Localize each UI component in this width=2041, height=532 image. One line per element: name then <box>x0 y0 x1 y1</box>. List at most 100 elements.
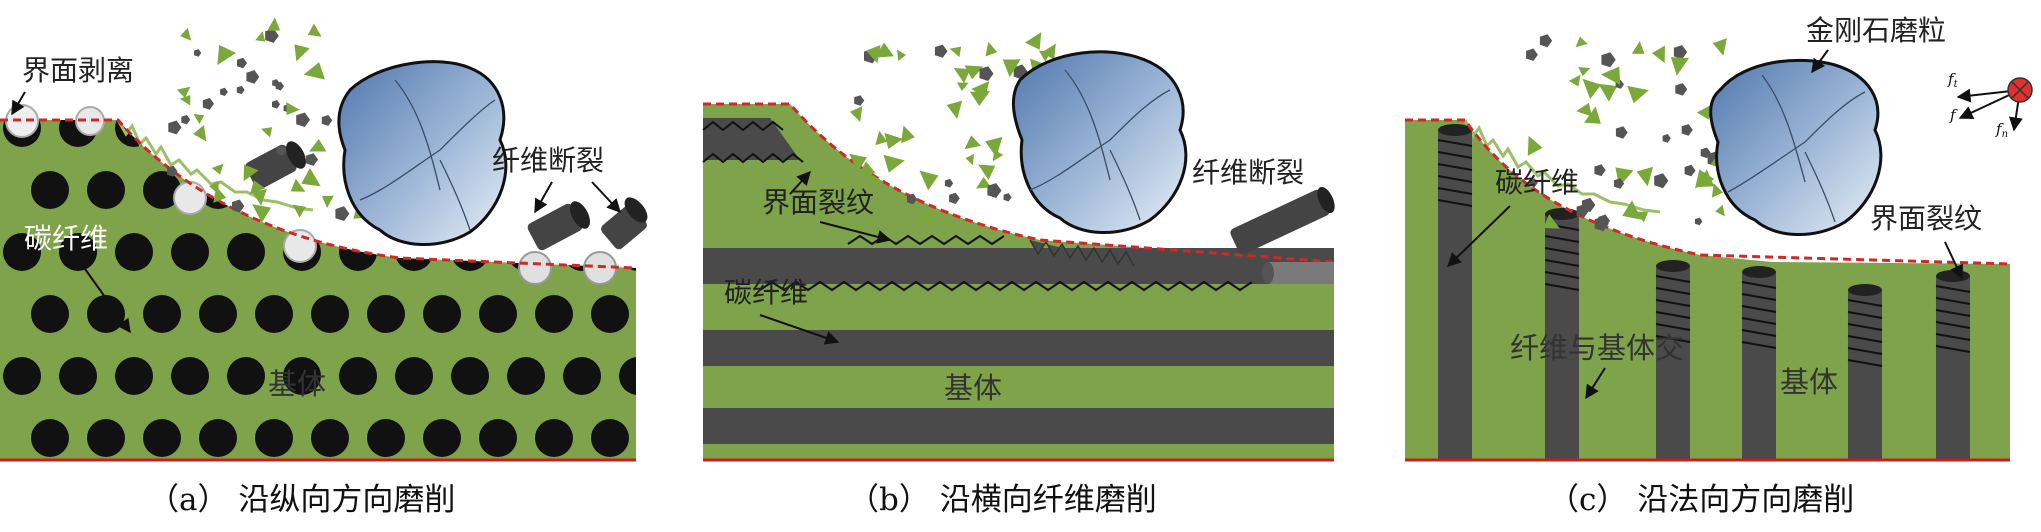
fiber-cross-section <box>227 357 265 395</box>
chip-green <box>1002 59 1021 78</box>
chip-gray <box>1581 197 1596 213</box>
vertical-fiber <box>1438 130 1472 460</box>
chip-gray <box>1539 34 1553 48</box>
chip-green <box>1652 45 1665 64</box>
chip-green <box>978 164 996 181</box>
chip-green <box>869 173 884 187</box>
panel-a-fiber-leader <box>79 261 131 334</box>
chip-gray <box>949 192 960 204</box>
panel-a-label-fiber-break: 纤维断裂 <box>492 144 604 177</box>
fiber-cross-section <box>3 357 41 395</box>
chip-gray <box>987 183 1002 198</box>
panel-b-label-carbon-fiber: 碳纤维 <box>724 276 808 309</box>
chip-gray <box>934 44 948 58</box>
chip-green <box>949 46 962 58</box>
chip-gray <box>272 100 281 109</box>
fiber-cross-section <box>507 357 545 395</box>
fiber-cross-section <box>59 357 97 395</box>
panel-c-crack-leader <box>1944 241 1963 280</box>
chip-green <box>956 82 969 91</box>
panel-a-break-leader-2 <box>591 181 621 214</box>
panel-c-fiber-leader <box>1446 205 1511 267</box>
fiber-cross-section <box>227 233 265 271</box>
chip-green <box>1025 32 1042 50</box>
chip-green <box>193 125 207 142</box>
vertical-fiber <box>1545 214 1579 460</box>
chip-green <box>965 154 975 166</box>
fiber-end <box>1656 260 1690 272</box>
chip-green <box>252 204 272 223</box>
chip-gray <box>306 153 319 166</box>
panel-b-caption: （b） 沿横向纤维磨削 <box>848 482 1157 518</box>
chip-green <box>176 86 191 99</box>
chip-gray <box>272 79 280 87</box>
panel-b-crack-zigzag-4 <box>759 280 1253 292</box>
chip-gray <box>167 165 178 177</box>
chip-gray <box>1003 193 1012 202</box>
chip-gray <box>236 85 245 95</box>
panel-c-label-fiber-matrix-cross: 纤维与基体交 <box>1510 331 1684 365</box>
fiber-cross-section <box>283 357 321 395</box>
fiber-cross-section <box>115 357 153 395</box>
chip-gray <box>296 112 310 127</box>
panel-c-cut-line <box>1405 118 2011 266</box>
chip-gray <box>335 206 350 221</box>
chip-green <box>919 170 939 191</box>
panel-a-label-interface-peel: 界面剥离 <box>22 54 134 87</box>
chip-green <box>857 161 876 176</box>
chip-green <box>1576 102 1592 117</box>
chip-green <box>193 113 205 125</box>
fiber-thread <box>1935 285 1971 353</box>
chip-green <box>964 135 981 150</box>
chip-gray <box>246 70 260 84</box>
fiber-cross-section <box>507 120 545 147</box>
chip-green <box>883 154 905 173</box>
fiber-cross-section <box>31 295 69 333</box>
chip-green <box>292 204 306 218</box>
chip-gray <box>1594 164 1606 177</box>
chip-green <box>211 163 224 175</box>
fiber-cross-section <box>563 357 601 395</box>
fiber-cross-section <box>367 419 405 457</box>
fiber-cross-section <box>395 357 433 395</box>
fiber-thread <box>1655 275 1691 343</box>
chip-green <box>992 150 1004 162</box>
fiber-cross-section <box>479 419 517 457</box>
chip-green <box>307 23 322 37</box>
chip-green <box>1543 214 1560 229</box>
chip-green <box>1600 66 1621 86</box>
chip-green <box>217 44 237 66</box>
chip-green <box>849 106 863 123</box>
chip-green <box>1715 204 1725 217</box>
chip-green <box>849 153 867 172</box>
panel-c-label-diamond-grit: 金刚石磨粒 <box>1806 14 1946 47</box>
fiber-cross-section <box>143 419 181 457</box>
chip-green <box>1670 57 1689 76</box>
fiber-cross-section <box>423 419 461 457</box>
chip-green <box>1696 104 1712 120</box>
chip-green <box>249 180 265 195</box>
chip-green <box>1697 169 1715 188</box>
panel-b-crack-zigzag-1 <box>702 120 784 132</box>
fiber-cross-section <box>115 233 153 271</box>
chip-gray <box>276 145 287 156</box>
fiber-cross-section <box>563 120 601 147</box>
fiber-cross-section <box>535 419 573 457</box>
chip-green <box>946 100 963 119</box>
vertical-fiber <box>1936 276 1970 460</box>
chip-green <box>1598 83 1618 102</box>
panel-b-fiber-band-top <box>703 248 1334 284</box>
panel-b-crack-zigzag-2 <box>702 152 804 164</box>
chip-green <box>918 208 936 224</box>
chip-gray <box>194 49 202 57</box>
chip-gray <box>1700 147 1711 159</box>
chip-green <box>1711 183 1724 198</box>
chip-gray <box>265 28 279 43</box>
fiber-cross-section <box>31 419 69 457</box>
fiber-cross-section <box>31 171 69 209</box>
fiber-cross-section <box>171 233 209 271</box>
chip-gray <box>1695 217 1703 226</box>
fiber-cross-section <box>311 419 349 457</box>
panel-a-broken-fiber-pieces <box>245 141 648 251</box>
fiber-cross-section <box>619 120 636 147</box>
